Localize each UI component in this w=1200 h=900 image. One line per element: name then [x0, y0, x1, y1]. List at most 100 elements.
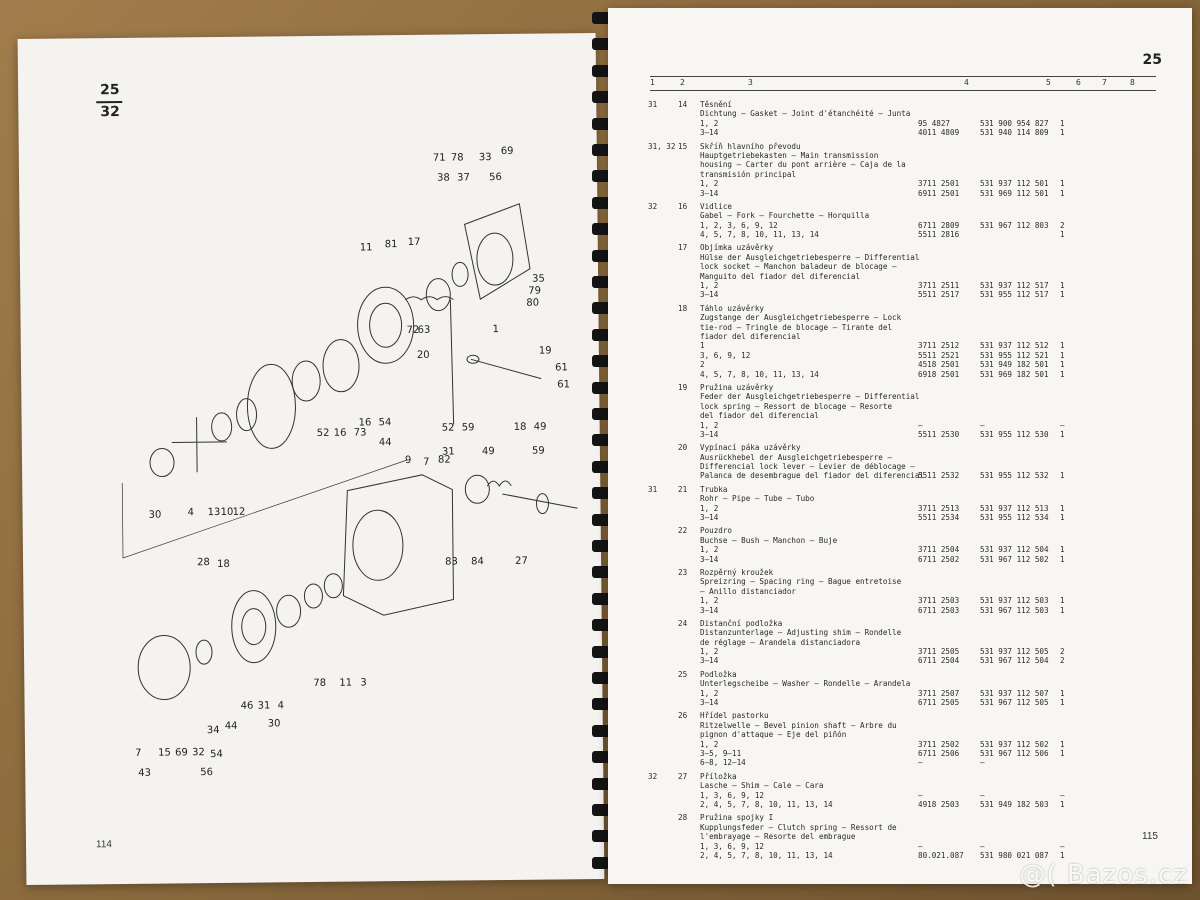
quantity: 1	[1060, 850, 1065, 860]
quantity: 1	[1060, 545, 1065, 555]
part-line: 1, 3, 6, 9, 12———	[700, 842, 1160, 851]
lever-shape	[470, 358, 542, 380]
callout-label: 54	[210, 749, 223, 760]
order-number: 6711 2505	[918, 698, 960, 708]
catalog-number: 531 969 182 501	[980, 369, 1049, 379]
header-rule-bottom	[650, 90, 1156, 91]
description: 3—14	[700, 429, 719, 439]
pinion-flange-shape	[231, 590, 277, 664]
catalog-number: 531 937 112 517	[980, 281, 1049, 291]
order-number: 5511 2532	[918, 471, 960, 481]
description: 1, 2	[700, 647, 719, 657]
quantity: 1	[1060, 471, 1065, 481]
description: Ausrückhebel der Ausgleichgetriebesperre…	[700, 452, 893, 462]
description: 1, 2, 3, 6, 9, 12	[700, 220, 778, 230]
callout-label: 38	[437, 173, 450, 184]
callout-label: 33	[479, 152, 492, 163]
callout-label: 11	[360, 242, 373, 253]
clutch-spring-shape	[486, 480, 512, 488]
callout-label: 59	[462, 422, 475, 433]
callout-label: 35	[532, 274, 545, 285]
description: 4, 5, 7, 8, 10, 11, 13, 14	[700, 230, 819, 240]
description: Buchse — Bush — Manchon — Buje	[700, 535, 838, 545]
housing-flange-shape	[357, 286, 415, 364]
part-line: Dichtung — Gasket — Joint d'étanchéité —…	[700, 109, 1160, 118]
quantity: 1	[1060, 749, 1065, 758]
callout-label: 43	[138, 768, 151, 779]
description: tie-rod — Tringle de blocage — Tirante d…	[700, 322, 893, 332]
bearing-shape	[323, 573, 343, 599]
catalog-number: 531 967 112 503	[980, 605, 1049, 615]
left-page: 25 32	[17, 32, 605, 886]
catalog-number: 531 937 112 504	[980, 545, 1049, 555]
position-number: 21	[678, 484, 688, 494]
part-line: Objímka uzávěrky	[700, 243, 1160, 252]
catalog-number: 531 955 112 532	[980, 471, 1049, 481]
description: Differencial lock lever — Levier de débl…	[700, 462, 915, 472]
description: Palanca de desembrague del fiador del di…	[700, 471, 925, 481]
spring-shape	[405, 296, 454, 301]
catalog-number: 531 949 182 503	[980, 799, 1049, 809]
callout-label: 61	[557, 379, 570, 390]
part-line: Rohr — Pipe — Tube — Tubo	[700, 494, 1160, 503]
callout-label: 44	[225, 721, 238, 732]
quantity: 2	[1060, 656, 1065, 666]
description: pignon d'attaque — Eje del piñón	[700, 730, 847, 740]
description: 1, 2	[700, 739, 719, 749]
description: 3—14	[700, 128, 719, 138]
washer-shape	[195, 639, 213, 665]
description: 3—14	[700, 698, 719, 708]
order-number: 3711 2501	[918, 179, 960, 189]
position-number: 23	[678, 567, 688, 577]
description: 1, 2	[700, 420, 719, 430]
callout-label: 18	[217, 559, 230, 570]
description: 1, 2	[700, 503, 719, 513]
quantity: 1	[1060, 341, 1065, 351]
bearing-shape	[276, 594, 302, 628]
callout-label: 30	[149, 510, 162, 521]
order-number: 3711 2504	[918, 545, 960, 555]
description: 1, 3, 6, 9, 12	[700, 790, 765, 800]
column-header: 7	[1102, 78, 1107, 87]
catalog-number: 531 980 021 087	[980, 850, 1049, 860]
part-line: Ausrückhebel der Ausgleichgetriebesperre…	[700, 453, 1160, 462]
callout-label: 13	[207, 507, 220, 518]
description: Skříň hlavního převodu	[700, 141, 801, 151]
position-number: 17	[678, 243, 688, 253]
part-line: transmisión principal	[700, 170, 1160, 179]
quantity: 1	[1060, 188, 1065, 198]
catalog-number: 531 967 112 803	[980, 220, 1049, 230]
description: transmisión principal	[700, 169, 797, 179]
callout-label: 83	[445, 556, 458, 567]
description: 3—5, 9—11	[700, 749, 742, 758]
description: 3—14	[700, 290, 719, 300]
description: Hřídel pastorku	[700, 711, 769, 721]
description: fiador del diferencial	[700, 331, 801, 341]
watermark-logo: @( Bazos.cz	[1019, 860, 1188, 890]
catalog-number: 531 967 112 504	[980, 656, 1049, 666]
part-line: fiador del diferencial	[700, 332, 1160, 341]
callout-label: 37	[457, 172, 470, 183]
part-line: Trubka	[700, 485, 1160, 494]
description: Vypínací páka uzávěrky	[700, 443, 801, 453]
catalog-number: 531 955 112 534	[980, 513, 1049, 523]
description: Pružina spojky I	[700, 813, 774, 823]
callout-label: 71	[433, 153, 446, 164]
header-rule-top	[650, 76, 1156, 77]
quantity: 1	[1060, 513, 1065, 523]
part-line: Pružina spojky I	[700, 813, 1160, 822]
catalog-number: 531 900 954 827	[980, 118, 1049, 128]
bearing-ring-shape	[322, 339, 360, 393]
description: 6—8, 12—14	[700, 758, 746, 768]
part-line: Distanční podložka	[700, 619, 1160, 628]
quantity: 1	[1060, 688, 1065, 698]
callout-label: 49	[482, 446, 495, 457]
gear-housing-bore	[352, 509, 404, 581]
order-number: 5511 2534	[918, 513, 960, 523]
order-number: 3711 2503	[918, 596, 960, 606]
